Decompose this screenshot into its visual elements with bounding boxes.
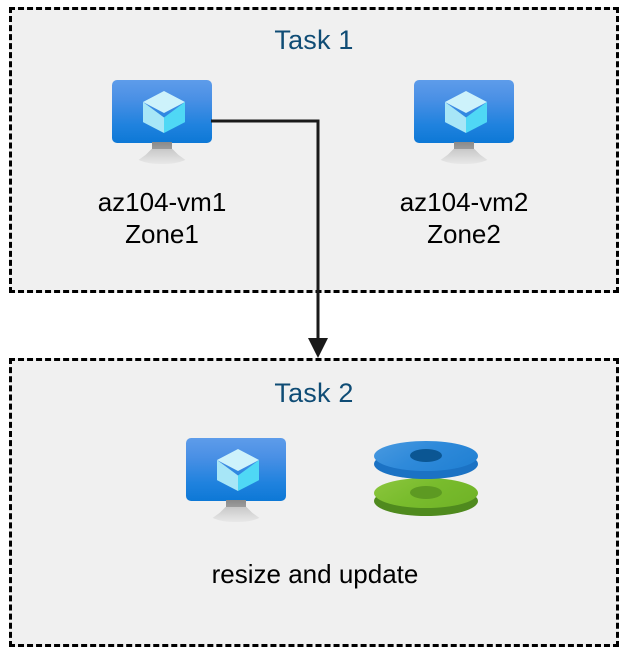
arrowhead-icon	[308, 338, 328, 358]
cube-glyph	[217, 449, 259, 491]
disk-green-hole	[410, 486, 442, 499]
cube-top-face	[143, 91, 185, 113]
task-1-title: Task 1	[274, 25, 354, 55]
cube-glyph	[143, 91, 185, 133]
node-resize-and-update[interactable]: resize and update	[150, 438, 480, 590]
monitor-base	[133, 149, 191, 164]
disk-blue-hole	[410, 449, 442, 462]
node-label-zone: Zone2	[427, 219, 501, 249]
task-2-caption: resize and update	[211, 559, 419, 589]
disk-green	[374, 478, 478, 522]
task-2-container	[9, 358, 619, 647]
monitor-screen	[414, 80, 514, 143]
virtual-machine-icon	[412, 80, 516, 168]
node-az104-vm2[interactable]: az104-vm2 Zone2	[355, 80, 573, 250]
virtual-machine-icon	[184, 438, 288, 526]
task-2-icon-row	[150, 438, 480, 526]
monitor-base	[207, 507, 265, 522]
monitor-base	[435, 149, 493, 164]
node-az104-vm1[interactable]: az104-vm1 Zone1	[53, 80, 271, 250]
monitor-screen	[186, 438, 286, 501]
cube-glyph	[445, 91, 487, 133]
cube-top-face	[445, 91, 487, 113]
virtual-machine-icon	[110, 80, 214, 168]
disk-blue	[374, 441, 478, 485]
node-label-name: az104-vm1	[97, 187, 227, 217]
node-label-zone: Zone1	[125, 219, 199, 249]
task-2-title: Task 2	[274, 378, 354, 408]
monitor-screen	[112, 80, 212, 143]
node-label-name: az104-vm2	[399, 187, 529, 217]
cube-top-face	[217, 449, 259, 471]
managed-disks-icon	[372, 438, 480, 526]
